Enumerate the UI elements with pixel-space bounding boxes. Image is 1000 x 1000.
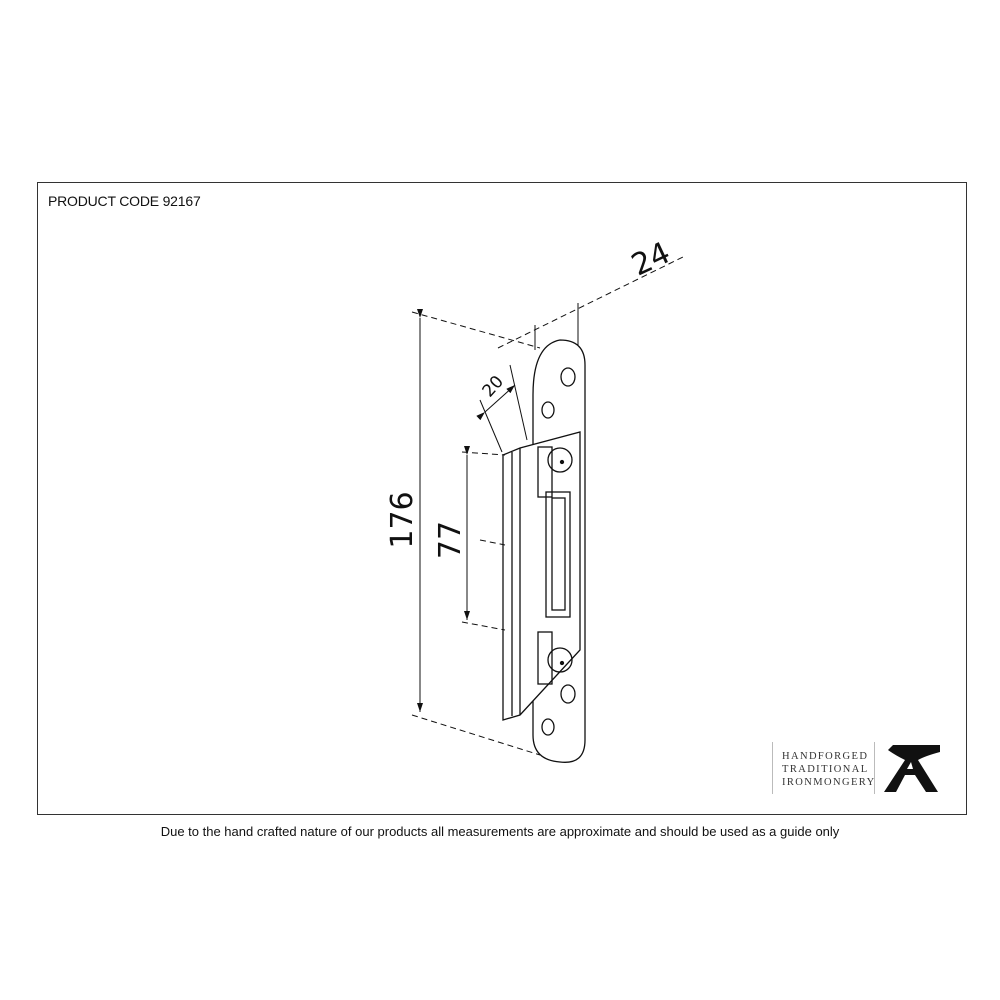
logo-divider-left: [772, 742, 773, 794]
drawing-frame: [37, 182, 967, 815]
disclaimer: Due to the hand crafted nature of our pr…: [160, 824, 840, 839]
dim-176: 176: [385, 491, 420, 548]
dim-20: 20: [479, 372, 508, 401]
dim-77: 77: [433, 521, 468, 559]
logo-divider-right: [874, 742, 875, 794]
product-code: PRODUCT CODE 92167: [48, 193, 201, 209]
brand-text: HANDFORGED TRADITIONAL IRONMONGERY: [782, 751, 876, 788]
dim-24: 24: [626, 235, 675, 283]
anvil-icon: [884, 745, 940, 792]
